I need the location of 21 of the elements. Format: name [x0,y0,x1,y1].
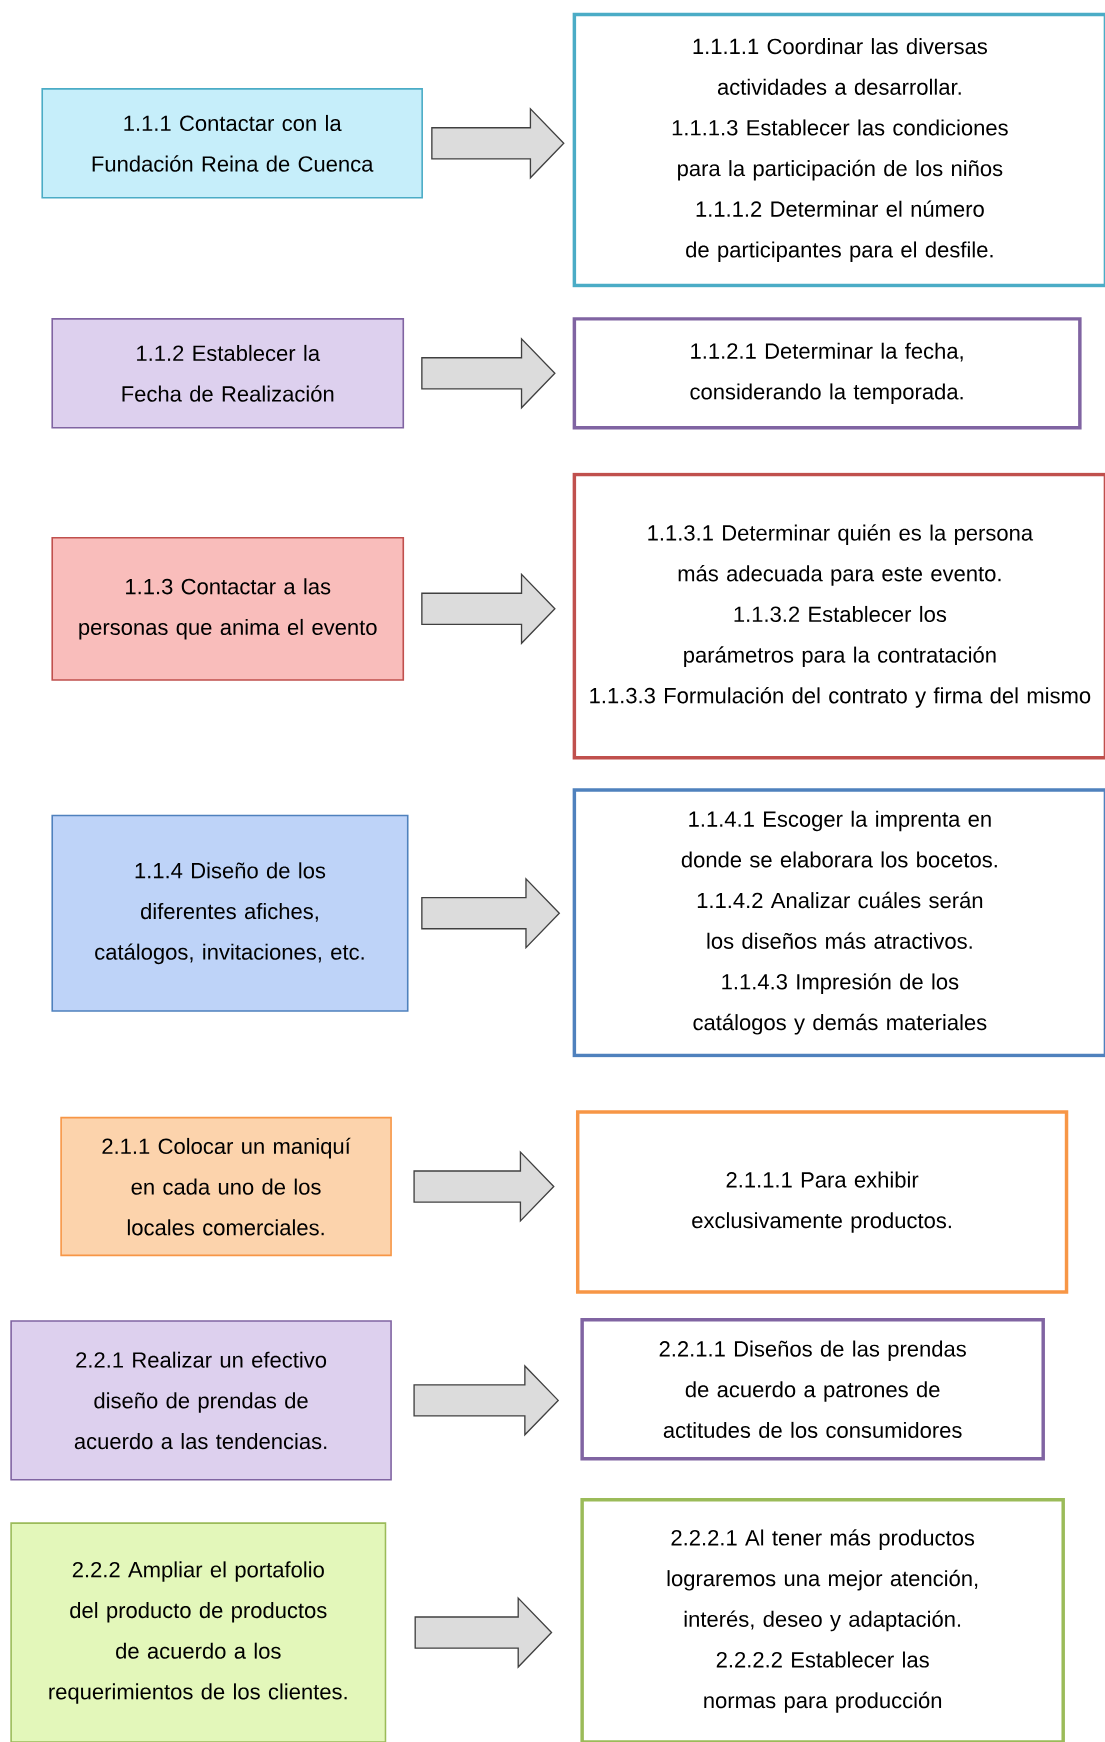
step-box: 1.1.2 Establecer la Fecha de Realización [51,318,404,429]
activity-box: 1.1.4.1 Escoger la imprenta en donde se elaborara los bocetos. 1.1.4.2 Analizar cuáles serán los diseños más atractivos. 1.1.4.3 Impresión de los catálogos y demás materiales [572,788,1105,1058]
step-box: 2.2.1 Realizar un efectivo diseño de prendas de acuerdo a las tendencias. [10,1320,392,1481]
step-box: 1.1.1 Contactar con la Fundación Reina de Cuenca [41,88,423,199]
block-arrow [421,572,556,645]
activity-box: 1.1.2.1 Determinar la fecha, considerando la temporada. [572,317,1082,430]
step-box: 1.1.3 Contactar a las personas que anima el evento [51,536,404,681]
step-box: 2.1.1 Colocar un maniquí en cada uno de los locales comerciales. [60,1116,392,1257]
activity-box: 1.1.1.1 Coordinar las diversas actividades a desarrollar. 1.1.1.3 Establecer las condiciones para la participación de los niños 1.1.1.2 Determinar el número de participantes para el desfile. [572,12,1105,288]
block-arrow [421,877,561,950]
block-arrow [431,107,565,180]
activity-box: 2.2.2.1 Al tener más productos lograremos una mejor atención, interés, deseo y adaptación. 2.2.2.2 Establecer las normas para producción [580,1498,1065,1742]
block-arrow [413,1150,555,1223]
activity-box: 2.1.1.1 Para exhibir exclusivamente productos. [575,1110,1069,1294]
activity-box: 2.2.1.1 Diseños de las prendas de acuerdo a patrones de actitudes de los consumidores [580,1318,1045,1461]
step-box: 2.2.2 Ampliar el portafolio del producto de productos de acuerdo a los requerimientos de los clientes. [10,1522,387,1742]
block-arrow [414,1596,553,1669]
block-arrow [421,337,556,410]
activity-box: 1.1.3.1 Determinar quién es la persona más adecuada para este evento. 1.1.3.2 Establecer los parámetros para la contratación 1.1.3.3 Formulación del contrato y firma del mismo [572,472,1105,760]
step-box: 1.1.4 Diseño de los diferentes afiches, catálogos, invitaciones, etc. [51,814,409,1012]
block-arrow [413,1364,559,1437]
